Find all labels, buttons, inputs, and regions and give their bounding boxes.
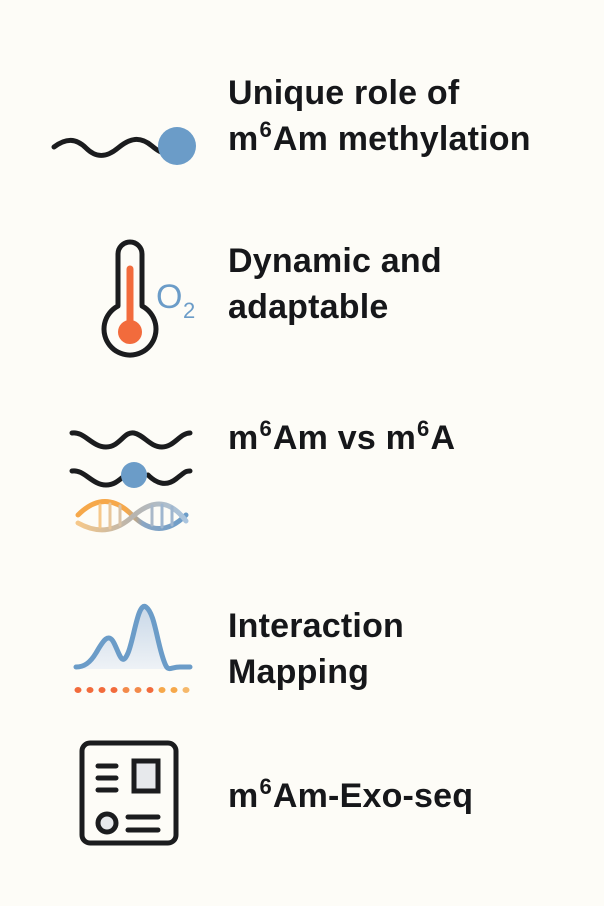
superscript: 6 — [417, 416, 430, 441]
rna-strand-with-methyl-cap-icon — [51, 127, 196, 165]
text-fragment: Am vs m — [272, 419, 417, 457]
item-title: Unique role of m6Am methylation — [228, 70, 531, 162]
text-fragment: Am-Exo-seq — [272, 777, 474, 815]
superscript: 6 — [259, 416, 272, 441]
title-line: adaptable — [228, 288, 389, 326]
item-title: Interaction Mapping — [228, 603, 404, 695]
item-title: Dynamic and adaptable — [228, 238, 442, 330]
item-exo-seq: m6Am-Exo-seq — [0, 735, 604, 855]
text-fragment: m — [228, 777, 259, 815]
title-line: Mapping — [228, 653, 370, 691]
title-line: Unique role of — [228, 74, 460, 112]
title-line: Dynamic and — [228, 242, 442, 280]
item-title: m6Am-Exo-seq — [228, 773, 473, 819]
item-comparison: m6Am vs m6A — [0, 415, 604, 545]
title-line: Interaction — [228, 607, 405, 645]
superscript: 6 — [259, 117, 272, 142]
item-interaction-mapping: Interaction Mapping — [0, 595, 604, 705]
oxygen-subscript: 2 — [183, 298, 195, 323]
text-fragment: Am methylation — [272, 120, 531, 158]
superscript: 6 — [259, 774, 272, 799]
title-line: m6Am vs m6A — [228, 415, 455, 461]
item-unique-role: Unique role of m6Am methylation — [0, 60, 604, 180]
title-line: m6Am methylation — [228, 116, 531, 162]
signal-peak-plot-icon — [73, 604, 193, 693]
text-fragment: m — [228, 120, 259, 158]
thermometer-oxygen-icon: O 2 — [101, 239, 195, 358]
oxygen-symbol: O — [156, 278, 182, 316]
title-line: m6Am-Exo-seq — [228, 773, 473, 819]
document-layout-icon — [79, 740, 179, 846]
item-title: m6Am vs m6A — [228, 415, 455, 461]
text-fragment: A — [430, 419, 456, 457]
rna-strands-and-dna-helix-icon — [69, 430, 193, 533]
item-dynamic: O 2 Dynamic and adaptable — [0, 230, 604, 370]
text-fragment: m — [228, 419, 259, 457]
